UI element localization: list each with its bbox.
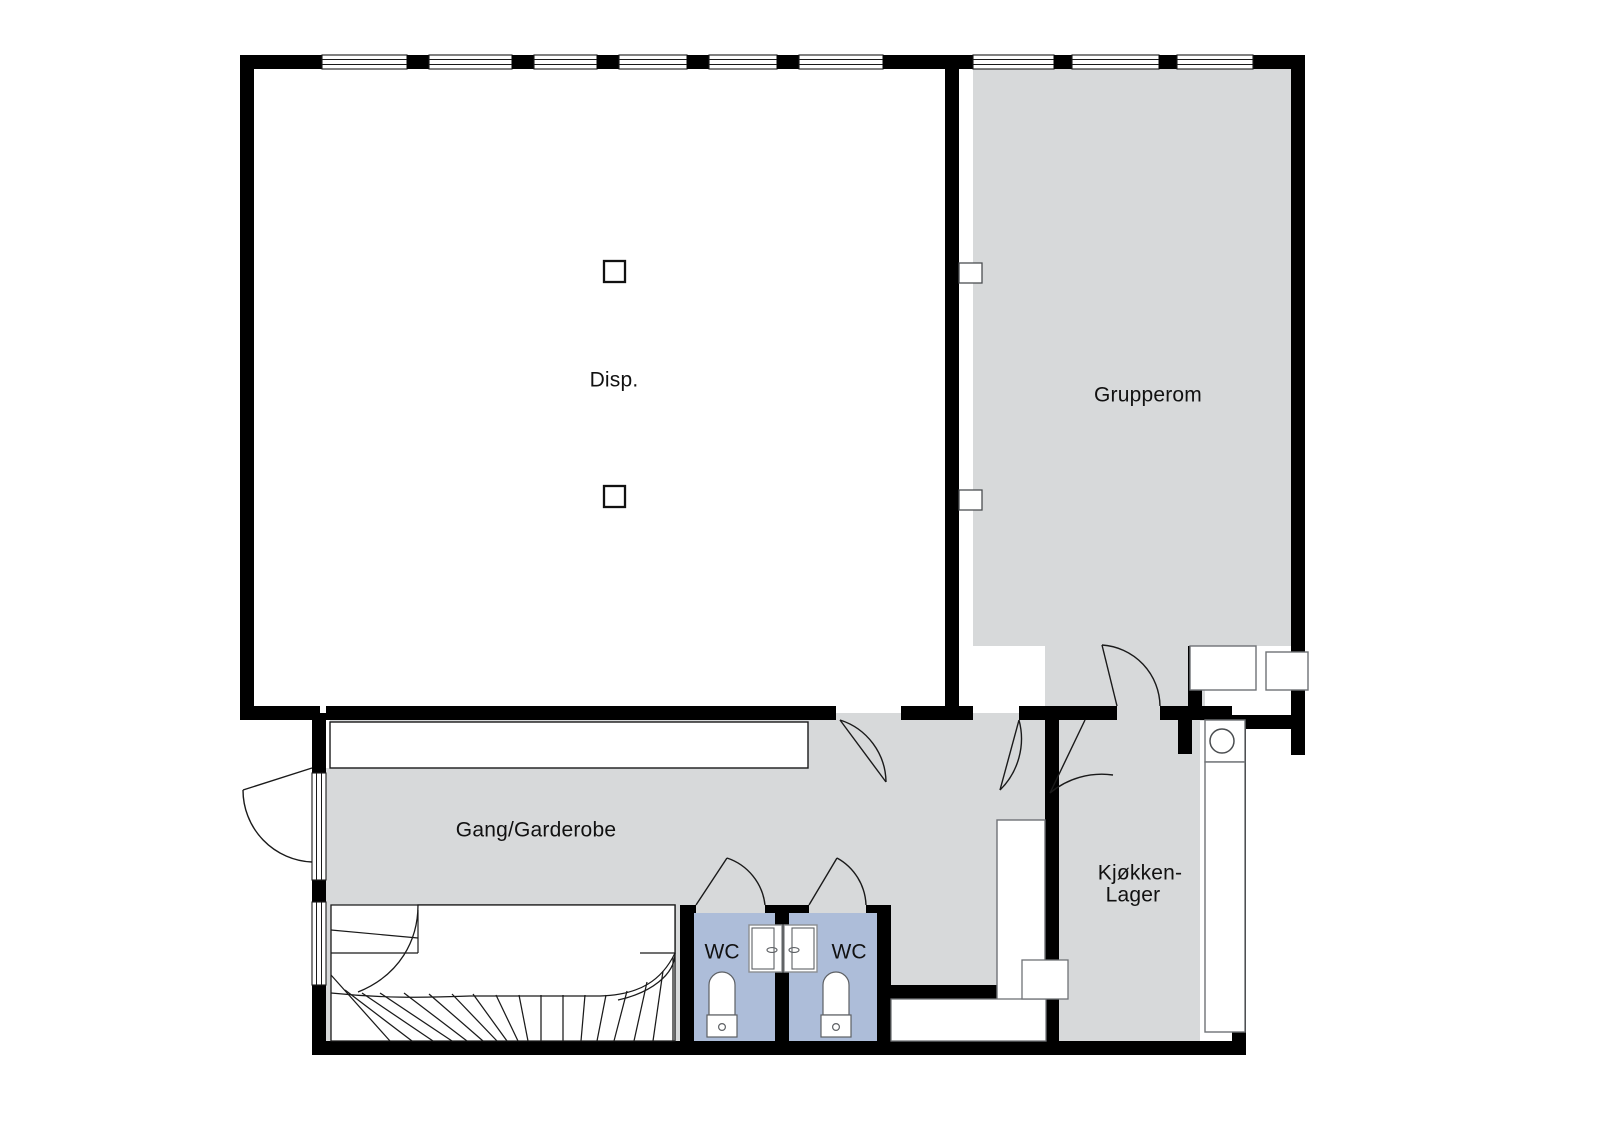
wall-disp-bottom (240, 706, 320, 720)
label-kjokken-line1: Kjøkken- (1098, 862, 1182, 885)
niche-upper (958, 262, 983, 284)
structural-columns (602, 259, 627, 509)
room-labels: Disp. Grupperom Gang/Garderobe Kjøkken- … (456, 369, 1202, 964)
door-wc-left (695, 857, 766, 906)
wall-right-outer (1291, 55, 1305, 755)
label-kjokken-line2: Lager (1106, 884, 1161, 907)
wall-grupperom-bottom (1085, 706, 1117, 720)
wall-disp-bottom-3 (901, 706, 973, 720)
wall-left-lower-c (312, 985, 326, 1055)
wardrobe-strip (329, 721, 809, 769)
wc-fixtures (706, 924, 852, 1038)
floor-fills (253, 68, 1305, 1041)
kitchen-fixtures (890, 645, 1309, 1042)
wall-disp-grupperom (945, 68, 959, 713)
door-kitchen-corridor (1049, 719, 1114, 794)
basin-right-drain (788, 947, 800, 953)
label-grupperom: Grupperom (1094, 384, 1202, 407)
wall-wc-right-head-a (789, 905, 809, 916)
wall-right-outer-mid (1232, 715, 1305, 729)
door-gang-left (839, 719, 887, 783)
toilet-left-flush (717, 1022, 726, 1031)
bottom-counter-a (890, 998, 1047, 1042)
cabinet-a (1189, 645, 1257, 691)
wall-wc-right-head-b (866, 905, 891, 916)
door-hall-2 (999, 719, 1023, 791)
basin-right-bowl (791, 927, 815, 970)
bottom-counter-b (1021, 959, 1069, 1000)
column-upper (602, 259, 627, 284)
floor-grupperom (973, 68, 1305, 646)
wall-top-left-stub (240, 55, 322, 69)
counter-run (1204, 761, 1246, 1033)
wall-left-upper (240, 55, 254, 720)
wall-wc-left-head-a (680, 905, 696, 916)
toilet-left (708, 971, 736, 1016)
column-lower (602, 484, 627, 509)
floor-kjokken (1050, 718, 1200, 1041)
niche-lower (958, 489, 983, 511)
stair-treads-upper (417, 910, 675, 954)
floor-disp (253, 68, 945, 708)
stair-inner-curve-left (357, 904, 419, 993)
top-windows (321, 54, 1254, 70)
grupperom-wall-niches (958, 262, 983, 511)
label-wc-right: WC (832, 941, 867, 964)
toilet-left-cistern (706, 1014, 738, 1038)
label-wc-left: WC (705, 941, 740, 964)
door-wc-right (808, 857, 867, 906)
door-grupperom (1101, 644, 1161, 707)
left-wall-windows (311, 772, 327, 986)
basin-left-drain (766, 947, 778, 953)
toilet-right (822, 971, 850, 1016)
sink-bowl-icon (1209, 728, 1235, 754)
door-entrance (242, 767, 313, 863)
stair-nosing-curve (330, 952, 676, 998)
wall-grupperom-bottom-2 (1160, 706, 1232, 720)
toilet-right-cistern (820, 1014, 852, 1038)
winder-staircase (330, 904, 676, 1042)
stair-treads (330, 957, 674, 1042)
wall-disp-bottom-2 (326, 706, 836, 720)
wall-wc-left-outer (680, 905, 694, 1055)
cabinet-b (1265, 651, 1309, 691)
wall-left-lower-b (312, 880, 326, 902)
wall-wc-right-outer (877, 905, 891, 1055)
stair-footprint (330, 904, 676, 1042)
basin-left-bowl (751, 927, 775, 970)
storage-column (996, 819, 1046, 1001)
wall-stub-kitchen (1178, 706, 1192, 754)
label-disp: Disp. (590, 369, 639, 392)
stair-inner-curve-right (617, 952, 676, 1001)
sink-counter (1204, 719, 1246, 763)
toilet-right-flush (831, 1022, 840, 1031)
wall-wc-left-head-b (765, 905, 789, 916)
wall-left-lower (312, 713, 326, 773)
doors (242, 644, 1161, 906)
top-wall-window-band (321, 54, 1254, 70)
label-gang-garderobe: Gang/Garderobe (456, 819, 616, 842)
